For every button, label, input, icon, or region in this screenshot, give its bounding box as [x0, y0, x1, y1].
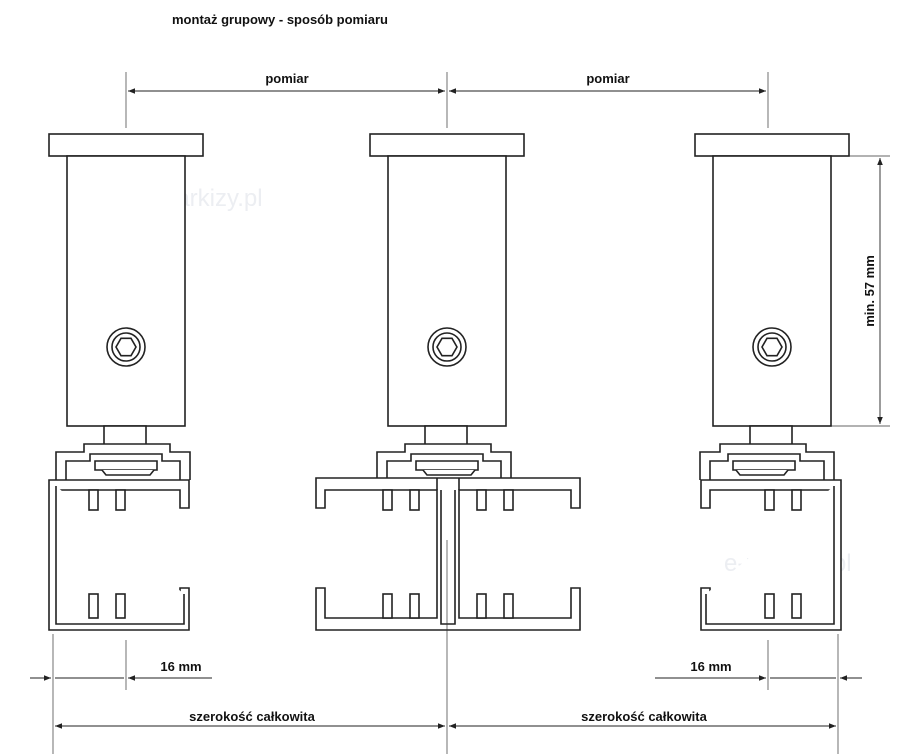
diagram-title: montaż grupowy - sposób pomiaru [172, 12, 388, 27]
bracket-left [48, 133, 204, 457]
total-width-label-left: szerokość całkowita [189, 709, 315, 724]
height-dimension: min. 57 mm [830, 155, 890, 427]
height-label: min. 57 mm [862, 255, 877, 327]
offset-label-left: 16 mm [160, 659, 201, 674]
rail-middle [315, 443, 581, 631]
offset-dimension-right: 16 mm [655, 659, 862, 681]
measure-dimension-right: pomiar [449, 71, 769, 128]
total-width-label-right: szerokość całkowita [581, 709, 707, 724]
measure-label-left: pomiar [265, 71, 308, 86]
offset-dimension-left: 16 mm [30, 659, 212, 681]
bracket-right [694, 133, 850, 457]
measure-label-right: pomiar [586, 71, 629, 86]
measure-dimension-left: pomiar [125, 71, 448, 128]
total-width-dimension-right: szerokość całkowita [449, 709, 836, 729]
rail-right [699, 443, 842, 631]
total-width-dimension-left: szerokość całkowita [55, 709, 445, 729]
offset-label-right: 16 mm [690, 659, 731, 674]
rail-left [48, 443, 191, 631]
bracket-middle [369, 133, 525, 457]
